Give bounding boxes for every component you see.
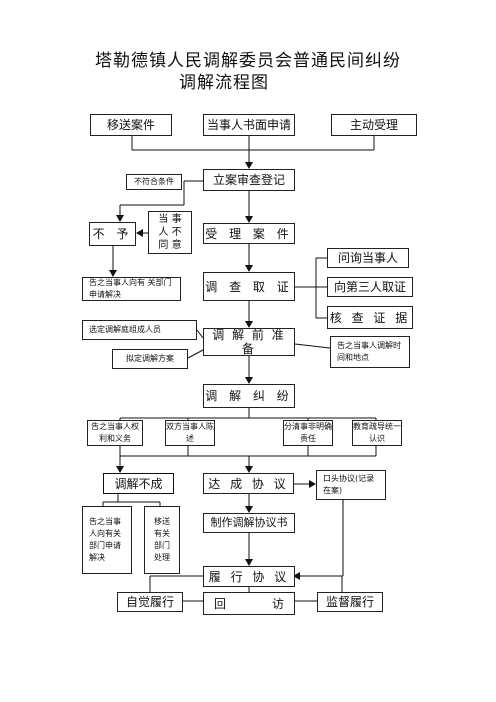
active-acceptance-node: 主动受理 <box>331 114 417 136</box>
mediate-dispute-node: 调 解 纠 纷 <box>203 384 295 408</box>
reject-node: 不 予 <box>89 222 136 246</box>
clarify-facts-node: 分清事非明确责任 <box>283 420 333 446</box>
supervised-performance-node: 监督履行 <box>317 592 383 612</box>
return-visit-node: 回 访 <box>203 592 295 615</box>
return-visit-label-a: 回 <box>214 596 227 611</box>
mediation-failed-node: 调解不成 <box>103 473 174 494</box>
perform-agreement-node: 履 行 协 议 <box>203 566 295 587</box>
register-node: 立案审查登记 <box>203 169 295 191</box>
accept-case-node: 受 理 案 件 <box>203 223 295 244</box>
transfer-dept-node: 移送有关部门处理 <box>144 506 180 574</box>
inform-rights-node: 告之当事人权利和义务 <box>87 420 143 446</box>
select-members-node: 选定调解庭组成人员 <box>82 320 197 340</box>
transfer-case-node: 移送案件 <box>90 114 172 136</box>
mediation-prep-node: 调 解 前 准 备 <box>203 328 295 356</box>
educate-guide-node: 教育疏导统一认识 <box>352 420 402 446</box>
both-statements-node: 双方当事人陈述 <box>165 420 215 446</box>
diagram-title-line-2: 调解流程图 <box>179 73 269 93</box>
oral-agreement-node: 口头协议(记录在案) <box>316 470 386 500</box>
inform-department-node: 告之当事人向有 关部门申请解决 <box>82 277 181 301</box>
reach-agreement-node: 达 成 协 议 <box>203 473 294 494</box>
notify-time-place-node: 告之当事人调解时间和地点 <box>330 336 410 368</box>
make-agreement-doc-node: 制作调解协议书 <box>203 513 295 533</box>
ask-parties-node: 问询当事人 <box>327 248 409 268</box>
verify-evidence-node: 核 查 证 据 <box>327 306 413 329</box>
written-application-node: 当事人书面申请 <box>203 114 295 136</box>
third-party-evidence-node: 向第三人取证 <box>327 277 413 297</box>
diagram-title-line-1: 塔勒德镇人民调解委员会普通民间纠纷 <box>95 51 401 71</box>
party-disagree-node: 当 事 人 不 同 意 <box>148 211 192 254</box>
not-qualified-label: 不符合条件 <box>126 174 182 190</box>
investigate-node: 调 查 取 证 <box>203 272 295 301</box>
return-visit-label-b: 访 <box>271 596 284 611</box>
inform-other-dept-node: 告之当事人向有关部门申请解决 <box>82 506 132 574</box>
voluntary-performance-node: 自觉履行 <box>117 592 183 612</box>
draft-plan-node: 拟定调解方案 <box>112 349 188 369</box>
